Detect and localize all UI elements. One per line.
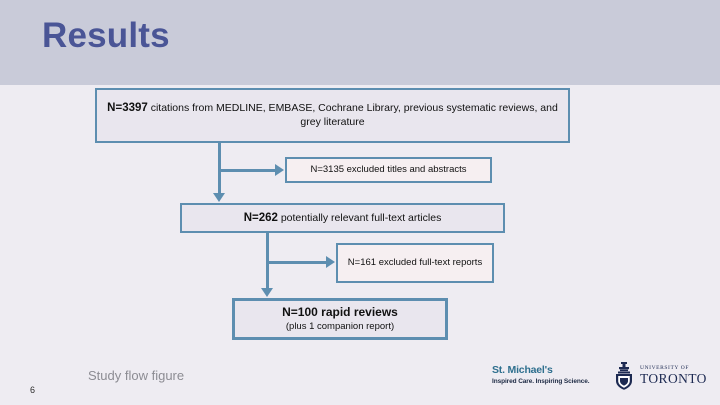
page-title: Results bbox=[42, 16, 170, 55]
flow-node-fulltext-text: N=262 potentially relevant full-text art… bbox=[244, 211, 442, 226]
flow-node-fulltext-label: potentially relevant full-text articles bbox=[277, 211, 442, 224]
flow-node-rapid-reviews-subtitle: (plus 1 companion report) bbox=[285, 320, 395, 332]
flow-node-sources-count: N=3397 bbox=[107, 102, 148, 115]
uoft-crest-icon bbox=[616, 362, 632, 390]
uoft-wordmark-small: UNIVERSITY OF bbox=[640, 365, 689, 372]
arrowhead-down-2-icon bbox=[261, 288, 273, 297]
flow-node-sources: N=3397 citations from MEDLINE, EMBASE, C… bbox=[95, 88, 570, 143]
flow-node-excluded-titles-label: N=3135 excluded titles and abstracts bbox=[310, 163, 467, 175]
figure-caption: Study flow figure bbox=[88, 368, 185, 383]
st-michaels-name: St. Michael's bbox=[492, 364, 553, 376]
slide-header-band bbox=[0, 0, 720, 85]
flow-node-sources-label: citations from MEDLINE, EMBASE, Cochrane… bbox=[147, 102, 558, 129]
flow-node-excluded-fulltext-label: N=161 excluded full-text reports bbox=[347, 256, 483, 268]
study-flow-diagram: N=3397 citations from MEDLINE, EMBASE, C… bbox=[0, 85, 720, 350]
connector-horizontal-1 bbox=[218, 169, 276, 172]
arrowhead-right-2-icon bbox=[326, 256, 335, 268]
connector-horizontal-2 bbox=[266, 261, 327, 264]
flow-node-rapid-reviews: N=100 rapid reviews (plus 1 companion re… bbox=[232, 298, 448, 340]
flow-node-fulltext-count: N=262 bbox=[243, 211, 278, 224]
page-number: 6 bbox=[30, 385, 36, 395]
arrowhead-right-1-icon bbox=[275, 164, 284, 176]
flow-node-excluded-fulltext: N=161 excluded full-text reports bbox=[336, 243, 494, 283]
flow-node-fulltext: N=262 potentially relevant full-text art… bbox=[180, 203, 505, 233]
uoft-wordmark-big: TORONTO bbox=[640, 370, 707, 386]
flow-node-sources-text: N=3397 citations from MEDLINE, EMBASE, C… bbox=[105, 101, 560, 129]
st-michaels-tagline: Inspired Care. Inspiring Science. bbox=[492, 378, 590, 386]
flow-node-rapid-reviews-title: N=100 rapid reviews bbox=[282, 305, 398, 320]
st-michaels-logo: St. Michael's Inspired Care. Inspiring S… bbox=[492, 364, 590, 386]
arrowhead-down-1-icon bbox=[213, 193, 225, 202]
flow-node-excluded-titles: N=3135 excluded titles and abstracts bbox=[285, 157, 492, 183]
uoft-wordmark: UNIVERSITY OF TORONTO bbox=[640, 365, 707, 386]
university-of-toronto-logo: UNIVERSITY OF TORONTO bbox=[613, 362, 707, 390]
